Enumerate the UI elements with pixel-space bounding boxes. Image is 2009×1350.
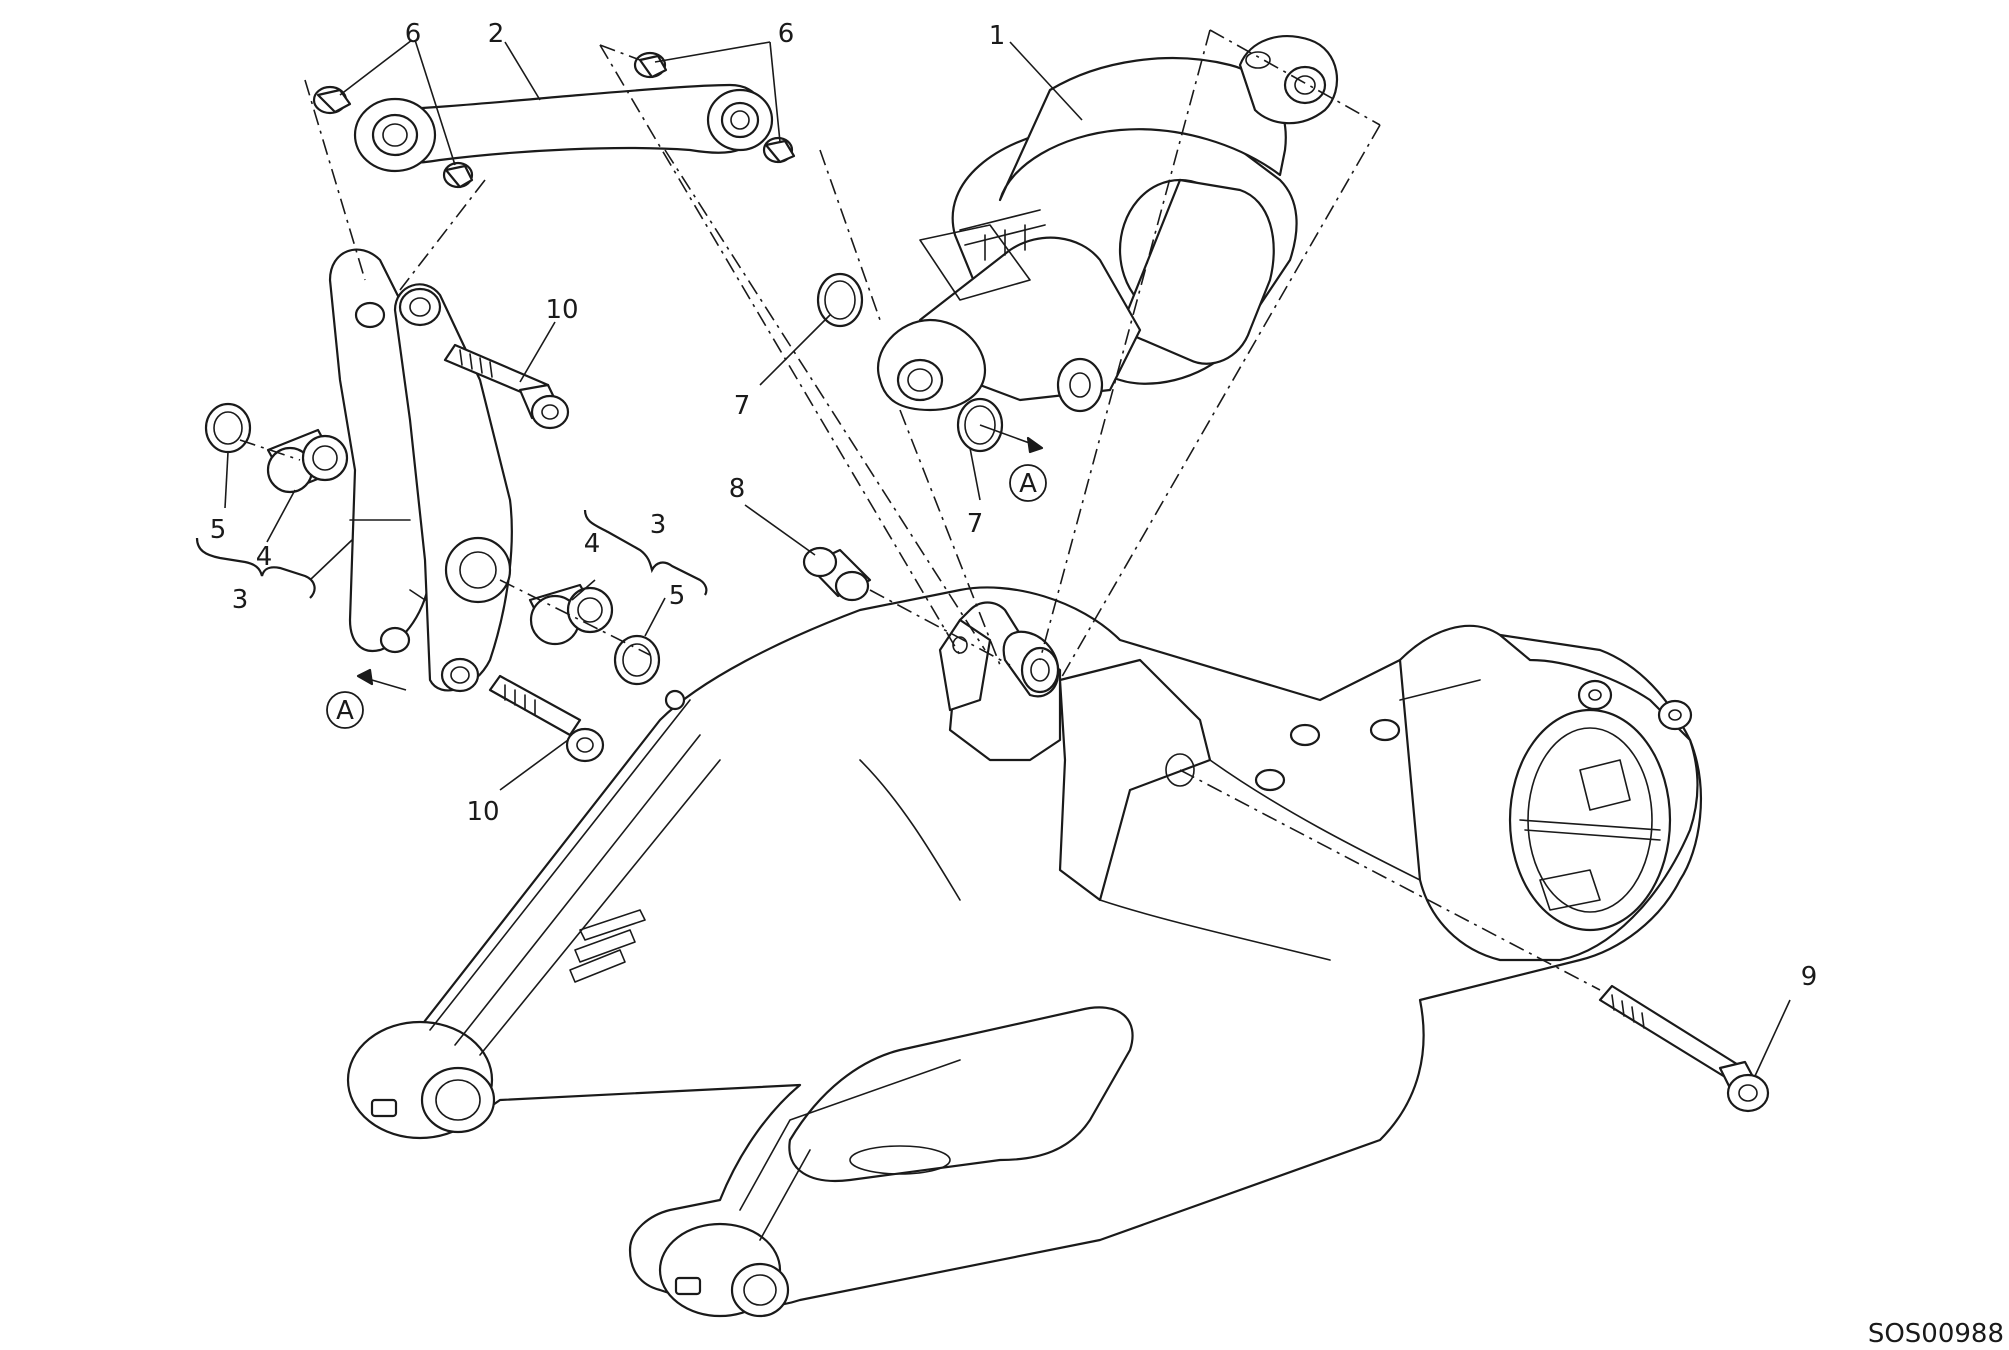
- callout-numbers: 1 2 3 3 4 4 5 5 6 6 7 7 8 9 10 10: [210, 19, 1818, 992]
- braces: [195, 509, 708, 599]
- link-rod: [353, 83, 774, 173]
- callout-8: 8: [729, 474, 746, 504]
- spacers: [312, 51, 796, 189]
- leader-lines: [224, 39, 1791, 1077]
- view-a-markers: A A: [326, 424, 1047, 729]
- bearings-and-seals: [204, 402, 661, 686]
- callout-2: 2: [488, 19, 505, 49]
- view-marker-circle: [326, 691, 364, 729]
- drawing-reference-code: SOS00988: [1868, 1319, 2004, 1349]
- swingarm: [346, 586, 1703, 1318]
- callout-10: 10: [545, 295, 578, 325]
- callout-1: 1: [989, 21, 1006, 51]
- shock-absorber: [877, 35, 1339, 413]
- callout-9: 9: [1801, 962, 1818, 992]
- view-marker-label: A: [336, 696, 354, 726]
- callout-5: 5: [669, 581, 686, 611]
- callout-10: 10: [466, 797, 499, 827]
- callout-7: 7: [734, 391, 751, 421]
- callout-3: 3: [232, 585, 249, 615]
- callout-3: 3: [650, 510, 667, 540]
- callout-6: 6: [405, 19, 422, 49]
- callout-4: 4: [256, 542, 273, 572]
- view-marker-label: A: [1019, 469, 1037, 499]
- callout-5: 5: [210, 515, 227, 545]
- view-marker-circle: [1009, 464, 1047, 502]
- assembly-center-lines: [239, 29, 1601, 991]
- callout-7: 7: [967, 509, 984, 539]
- callout-6: 6: [778, 19, 795, 49]
- rocker-link: [328, 248, 513, 693]
- callout-4: 4: [584, 529, 601, 559]
- bolts: [443, 343, 1770, 1113]
- bushing: [802, 546, 872, 602]
